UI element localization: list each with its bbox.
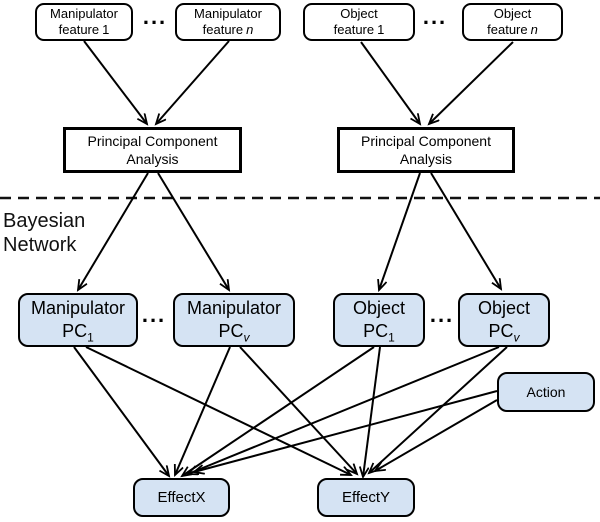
- node-label-line2: Analysis: [126, 151, 179, 167]
- arrow-opc1-to-effectY: [363, 346, 381, 477]
- arrow-action-to-effectX: [194, 390, 498, 472]
- label-word: feature: [202, 22, 244, 37]
- arrow-mpcv-to-effectY: [239, 346, 357, 474]
- arrow-pca_right-to-opc1: [379, 172, 421, 290]
- arrow-opcv-to-effectY: [369, 346, 508, 473]
- node-label-line1: Principal Component: [361, 133, 491, 149]
- label-subscript: v: [243, 330, 250, 345]
- arrow-mf1-to-pca_left: [83, 40, 147, 124]
- node-label-line1: Principal Component: [87, 133, 218, 149]
- arrow-action-to-effectY: [375, 399, 498, 471]
- bayesian-network-label: Bayesian Network: [3, 209, 85, 257]
- label-word: feature: [58, 22, 100, 37]
- node-label-line1: Manipulator: [50, 6, 118, 21]
- arrow-of1-to-pca_right: [360, 41, 420, 124]
- ellipsis-top-left: ...: [142, 4, 168, 29]
- bayesian-network-label-line1: Bayesian: [3, 210, 86, 232]
- arrow-mpc1-to-effectY: [85, 346, 351, 475]
- arrow-ofn-to-pca_right: [429, 41, 514, 124]
- node-effect-x: EffectX: [133, 478, 230, 517]
- label-subscript: v: [513, 330, 520, 345]
- ellipsis-pc-right: ...: [429, 302, 455, 327]
- node-label-line1: Manipulator: [194, 6, 262, 21]
- node-action: Action: [497, 372, 595, 412]
- node-label-line2: Analysis: [399, 151, 453, 167]
- node-pca-manipulator: Principal Component Analysis: [63, 127, 242, 173]
- arrow-pca_right-to-opcv: [430, 172, 501, 289]
- label-base: PC: [218, 321, 244, 341]
- node-label-line2: PC1: [363, 320, 395, 345]
- node-label-line2: PC1: [62, 320, 94, 345]
- label-base: PC: [488, 321, 514, 341]
- node-effect-y: EffectY: [317, 478, 415, 517]
- node-label-line1: Object: [477, 298, 531, 318]
- node-manipulator-pc1: Manipulator PC1: [18, 293, 138, 347]
- node-label: Action: [526, 384, 566, 400]
- label-suffix: n: [530, 22, 538, 37]
- label-subscript: 1: [87, 330, 94, 345]
- ellipsis-pc-left: ...: [141, 302, 167, 327]
- node-pca-object: Principal Component Analysis: [337, 127, 515, 173]
- label-suffix: 1: [377, 22, 385, 37]
- label-base: PC: [363, 321, 389, 341]
- arrow-mpcv-to-effectX: [175, 346, 231, 475]
- label-suffix: n: [246, 22, 254, 37]
- node-label-line2: PCv: [218, 320, 250, 345]
- node-object-pcv: Object PCv: [458, 293, 550, 347]
- label-word: feature: [333, 22, 375, 37]
- bayesian-network-label-line2: Network: [3, 234, 77, 256]
- node-manipulator-pcv: Manipulator PCv: [173, 293, 295, 347]
- node-label-line2: PCv: [488, 320, 520, 345]
- node-label: EffectX: [157, 489, 206, 506]
- node-object-pc1: Object PC1: [333, 293, 425, 347]
- label-suffix: 1: [102, 22, 110, 37]
- arrow-mpc1-to-effectX: [73, 346, 169, 476]
- arrow-pca_left-to-mpcv: [157, 172, 229, 290]
- node-label-line1: Manipulator: [186, 298, 282, 318]
- arrow-mfn-to-pca_left: [156, 40, 230, 124]
- label-word: feature: [487, 22, 528, 37]
- node-label: EffectY: [341, 489, 391, 506]
- label-subscript: 1: [388, 330, 395, 345]
- arrow-opc1-to-effectX: [182, 346, 375, 476]
- node-label-line1: Manipulator: [30, 298, 126, 318]
- ellipsis-top-right: ...: [422, 4, 448, 29]
- label-base: PC: [62, 321, 88, 341]
- node-label-line1: Object: [493, 6, 532, 21]
- node-label-line1: Object: [352, 298, 406, 318]
- arrow-opcv-to-effectX: [188, 346, 500, 474]
- node-label-line1: Object: [340, 6, 378, 21]
- arrow-pca_left-to-mpc1: [78, 172, 149, 290]
